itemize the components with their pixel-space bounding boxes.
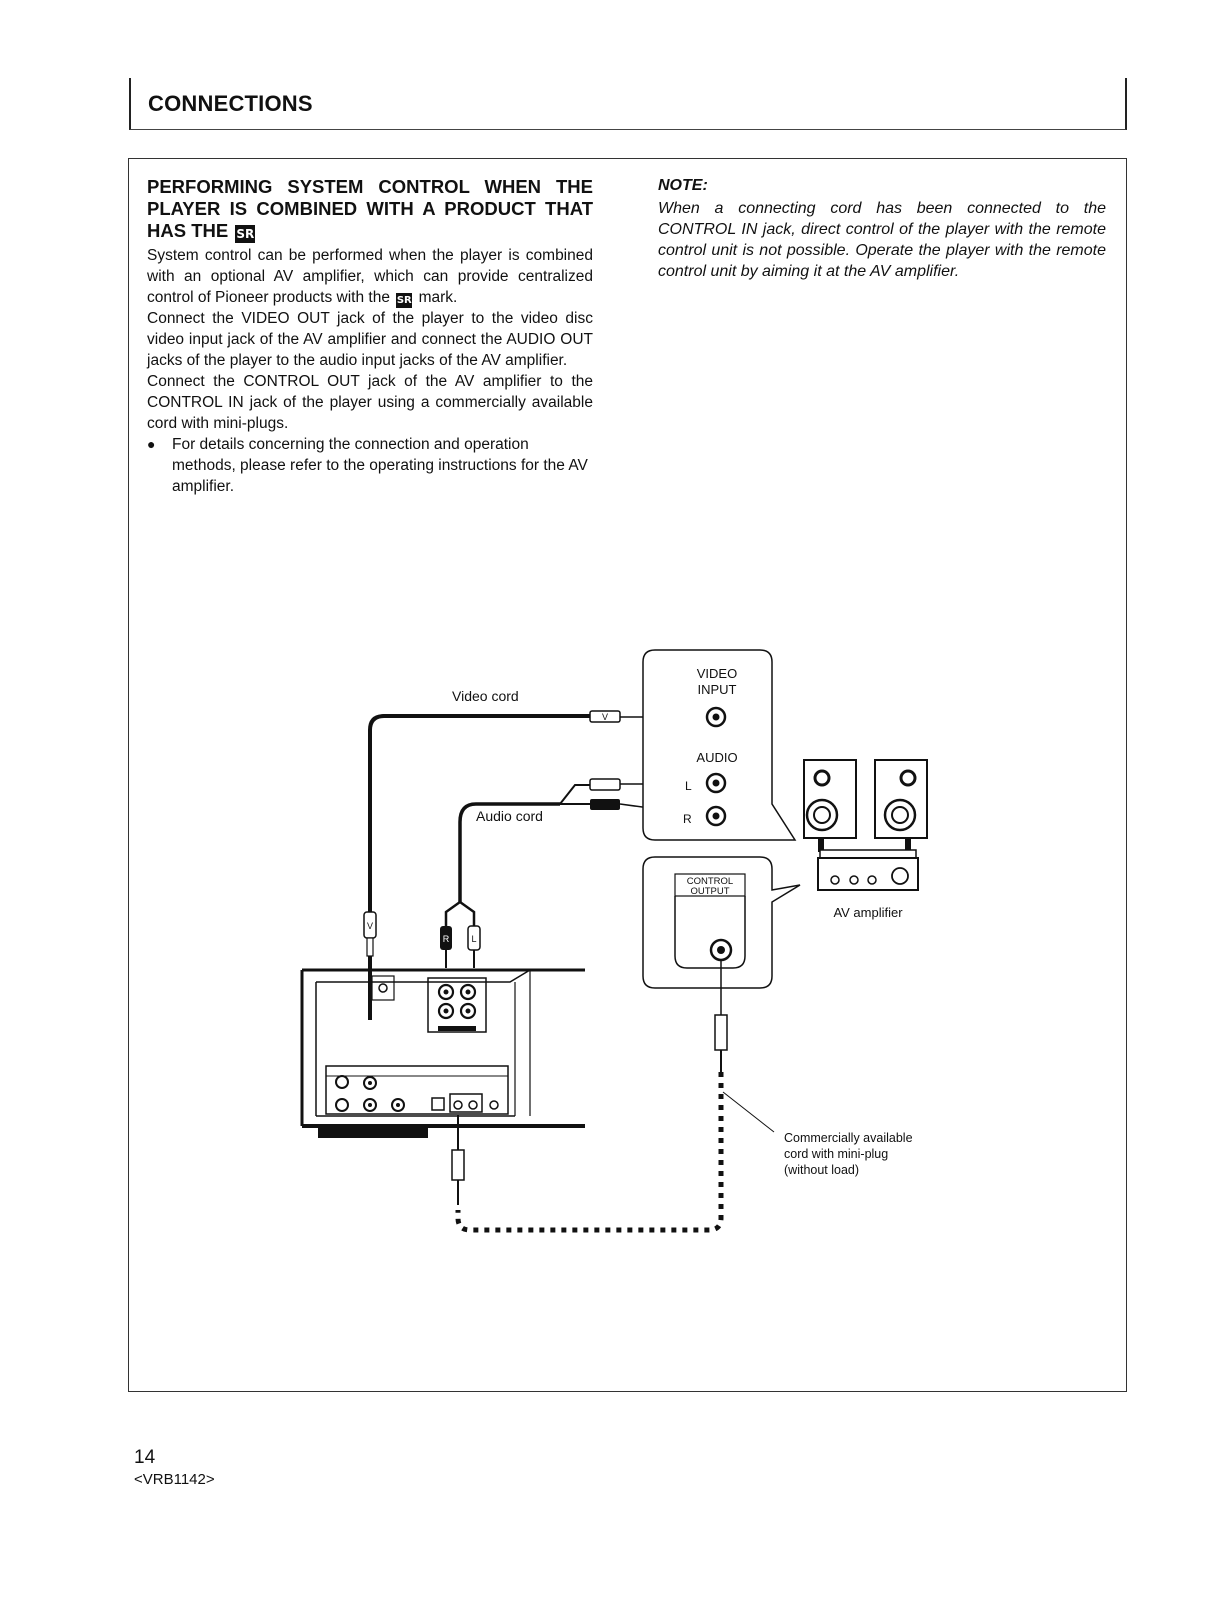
plug-label-l: L xyxy=(471,934,476,944)
bullet-item: ● For details concerning the connection … xyxy=(147,434,593,497)
paragraph-video-audio: Connect the VIDEO OUT jack of the player… xyxy=(147,310,593,369)
sr-mark-icon: SR xyxy=(235,225,256,243)
paragraph-intro-end: mark. xyxy=(418,289,458,306)
r-label: R xyxy=(683,812,692,826)
control-output-label-1: CONTROL xyxy=(687,876,733,887)
content-frame xyxy=(128,158,1127,1392)
plug-label-v: V xyxy=(367,921,373,931)
note-text: When a connecting cord has been connecte… xyxy=(658,200,1106,280)
bullet-text: For details concerning the connection an… xyxy=(172,436,588,495)
video-cord-label: Video cord xyxy=(452,688,519,704)
video-input-label-1: VIDEO xyxy=(697,666,737,681)
sr-mark-icon: SR xyxy=(396,293,413,308)
bullet-dot-icon: ● xyxy=(147,436,156,452)
video-input-label-2: INPUT xyxy=(698,682,737,697)
player-rear-panel xyxy=(300,968,585,1138)
section-heading-text: PERFORMING SYSTEM CONTROL WHEN THE PLAYE… xyxy=(147,176,593,241)
paragraph-control: Connect the CONTROL OUT jack of the AV a… xyxy=(147,373,593,432)
plug-label-r: R xyxy=(443,934,450,944)
header-frame xyxy=(129,78,1127,130)
document-code: <VRB1142> xyxy=(134,1471,215,1488)
connection-diagram: V V R L VIDEO INPUT AUDIO L R CONT xyxy=(300,649,928,1233)
page-title: CONNECTIONS xyxy=(148,91,313,116)
audio-label: AUDIO xyxy=(696,750,737,765)
commercial-cord-label-2: cord with mini-plug xyxy=(784,1147,888,1161)
l-label: L xyxy=(685,779,692,793)
control-output-label-2: OUTPUT xyxy=(690,886,729,897)
mini-plug-cord: Commercially available cord with mini-pl… xyxy=(451,960,913,1233)
paragraph-intro: System control can be performed when the… xyxy=(147,245,593,308)
control-output-callout: CONTROL OUTPUT xyxy=(642,856,801,989)
commercial-cord-label-3: (without load) xyxy=(784,1163,859,1177)
commercial-cord-label-1: Commercially available xyxy=(784,1131,913,1145)
system-control-section: PERFORMING SYSTEM CONTROL WHEN THE PLAYE… xyxy=(147,176,593,497)
paragraph-intro-text: System control can be performed when the… xyxy=(147,247,593,306)
page-number: 14 xyxy=(134,1447,156,1468)
note-title: NOTE: xyxy=(658,177,708,194)
av-amplifier-unit: AV amplifier xyxy=(803,759,928,920)
av-input-callout: VIDEO INPUT AUDIO L R xyxy=(642,649,797,841)
section-heading: PERFORMING SYSTEM CONTROL WHEN THE PLAYE… xyxy=(147,176,593,243)
note-section: NOTE: When a connecting cord has been co… xyxy=(658,176,1106,282)
av-amplifier-label: AV amplifier xyxy=(833,905,903,920)
plug-label-v-right: V xyxy=(602,712,608,722)
audio-cord-label: Audio cord xyxy=(476,808,543,824)
